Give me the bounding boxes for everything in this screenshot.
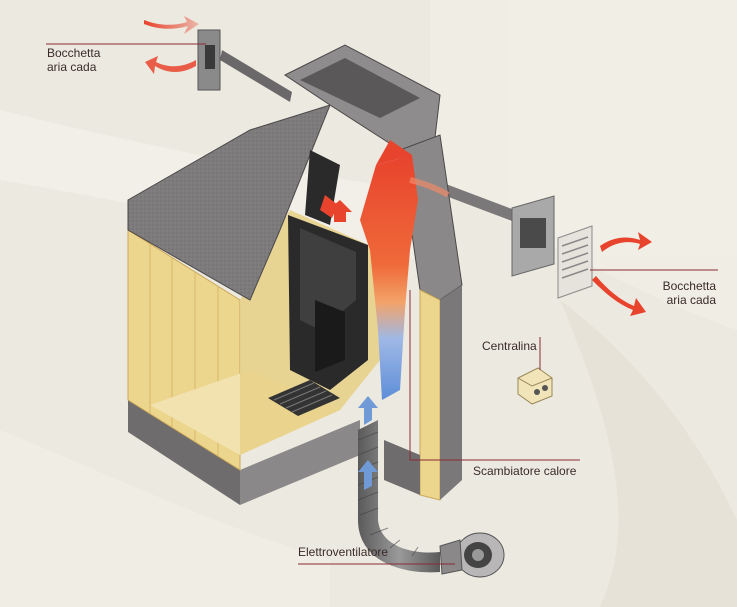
label-fan: Elettroventilatore [298, 545, 389, 559]
top-duct-right [430, 178, 593, 299]
label-control-unit: Centralina [482, 339, 537, 353]
label-vent-top-left: Bocchetta aria cada [47, 46, 101, 74]
leader-lines [46, 43, 718, 565]
control-unit-box [517, 367, 553, 405]
fan-unit [439, 532, 505, 578]
label-vent-right: Bocchetta aria cada [662, 279, 716, 307]
hot-air-arrows [144, 16, 652, 316]
inlet-duct [357, 396, 440, 573]
fireplace-body [127, 44, 463, 505]
top-duct-left [197, 29, 292, 102]
label-heat-exchanger: Scambiatore calore [473, 464, 577, 478]
